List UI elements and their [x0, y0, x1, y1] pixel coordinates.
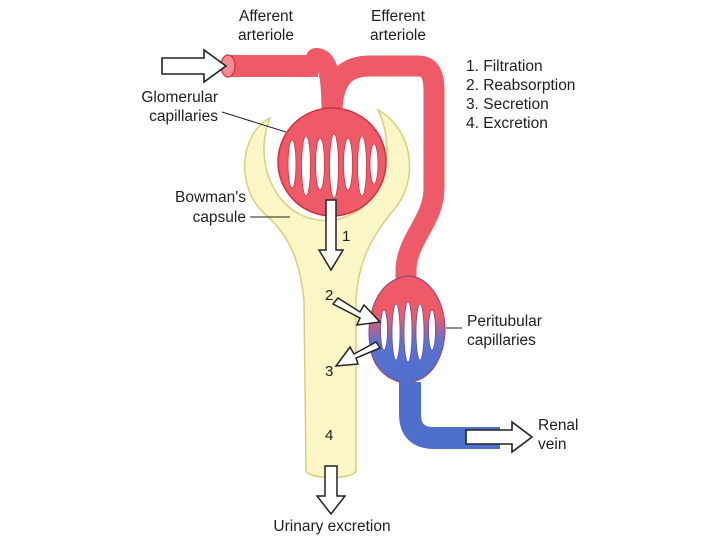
- step-number-3: 3: [325, 363, 333, 380]
- process-item-3: 3. Secretion: [466, 96, 549, 113]
- filtration-arrow: [317, 199, 345, 272]
- afferent-label-2: arteriole: [238, 27, 294, 44]
- glomerular-capillaries: [277, 107, 387, 217]
- peritubular-label-2: capillaries: [467, 332, 536, 349]
- afferent-arteriole: [220, 48, 342, 120]
- renal-vein-vessel: [399, 382, 500, 449]
- peritubular-capillaries: [368, 275, 446, 384]
- glomerular-label-2: capillaries: [149, 108, 218, 125]
- renal-vein-label-2: vein: [538, 436, 566, 453]
- step-number-1: 1: [342, 228, 350, 245]
- peritubular-label-1: Peritubular: [467, 313, 542, 330]
- efferent-arteriole: [321, 55, 445, 290]
- process-item-4: 4. Excretion: [466, 115, 548, 132]
- process-item-1: 1. Filtration: [466, 58, 543, 75]
- reabsorption-arrow: [331, 297, 382, 326]
- bowman-label-2: capsule: [193, 209, 246, 226]
- efferent-label-1: Efferent: [371, 8, 426, 25]
- bowman-label-1: Bowman's: [175, 189, 246, 206]
- excretion-arrow: [315, 465, 347, 516]
- step-number-2: 2: [325, 287, 333, 304]
- glomerular-label-1: Glomerular: [141, 89, 218, 106]
- inflow-arrow: [161, 48, 228, 84]
- urinary-excretion-label: Urinary excretion: [273, 518, 390, 535]
- step-number-4: 4: [325, 427, 333, 444]
- secretion-arrow: [334, 341, 382, 367]
- renal-vein-label-1: Renal: [538, 417, 579, 434]
- process-item-2: 2. Reabsorption: [466, 77, 575, 94]
- glomerular-leader: [221, 111, 287, 133]
- efferent-label-2: arteriole: [370, 27, 426, 44]
- afferent-label-1: Afferent: [239, 8, 294, 25]
- renal-vein-arrow: [465, 420, 534, 454]
